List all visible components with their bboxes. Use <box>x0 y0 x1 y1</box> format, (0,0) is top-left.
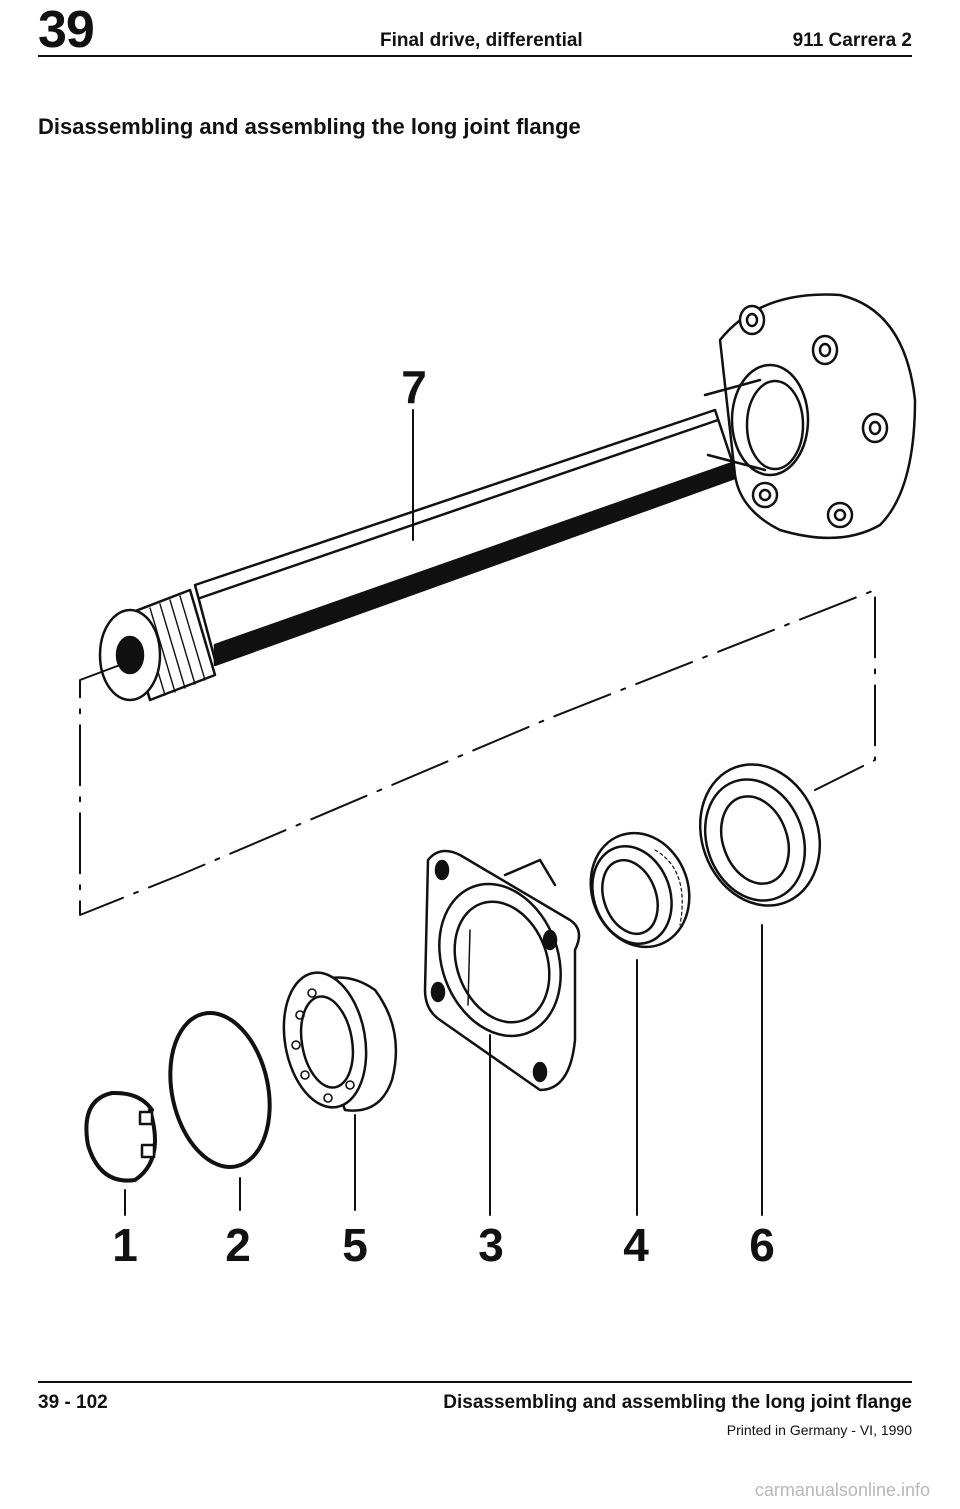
header-divider <box>38 55 912 57</box>
callout-2: 2 <box>225 1219 251 1271</box>
callout-3: 3 <box>478 1219 504 1271</box>
callout-1: 1 <box>112 1219 138 1271</box>
section-title: Final drive, differential <box>380 30 583 51</box>
footer-divider <box>38 1381 912 1383</box>
joint-flange-shaft <box>193 408 737 667</box>
page-number: 39 - 102 <box>38 1392 108 1413</box>
model-name: 911 Carrera 2 <box>792 30 912 51</box>
callout-5: 5 <box>342 1219 368 1271</box>
watermark[interactable]: carmanualsonline.info <box>754 1480 930 1500</box>
part-5-ball-bearing <box>282 971 398 1112</box>
splined-end <box>98 588 217 702</box>
alignment-guide <box>79 589 876 916</box>
page-title: Disassembling and assembling the long jo… <box>38 114 581 139</box>
callout-7: 7 <box>401 361 427 413</box>
print-info: Printed in Germany - VI, 1990 <box>726 1422 912 1438</box>
exploded-view-diagram <box>79 293 917 1216</box>
chapter-number: 39 <box>38 1 95 59</box>
leader-lines <box>124 409 763 1216</box>
footer-title: Disassembling and assembling the long jo… <box>443 1392 912 1413</box>
callout-6: 6 <box>749 1219 775 1271</box>
flange-head <box>703 293 917 540</box>
part-1-circlip <box>84 1090 157 1183</box>
part-6-cover-ring <box>698 763 822 907</box>
callout-4: 4 <box>623 1219 649 1271</box>
part-4-radial-seal <box>589 831 691 949</box>
part-2-o-ring <box>168 1011 272 1169</box>
part-3-flange-housing <box>423 849 581 1092</box>
